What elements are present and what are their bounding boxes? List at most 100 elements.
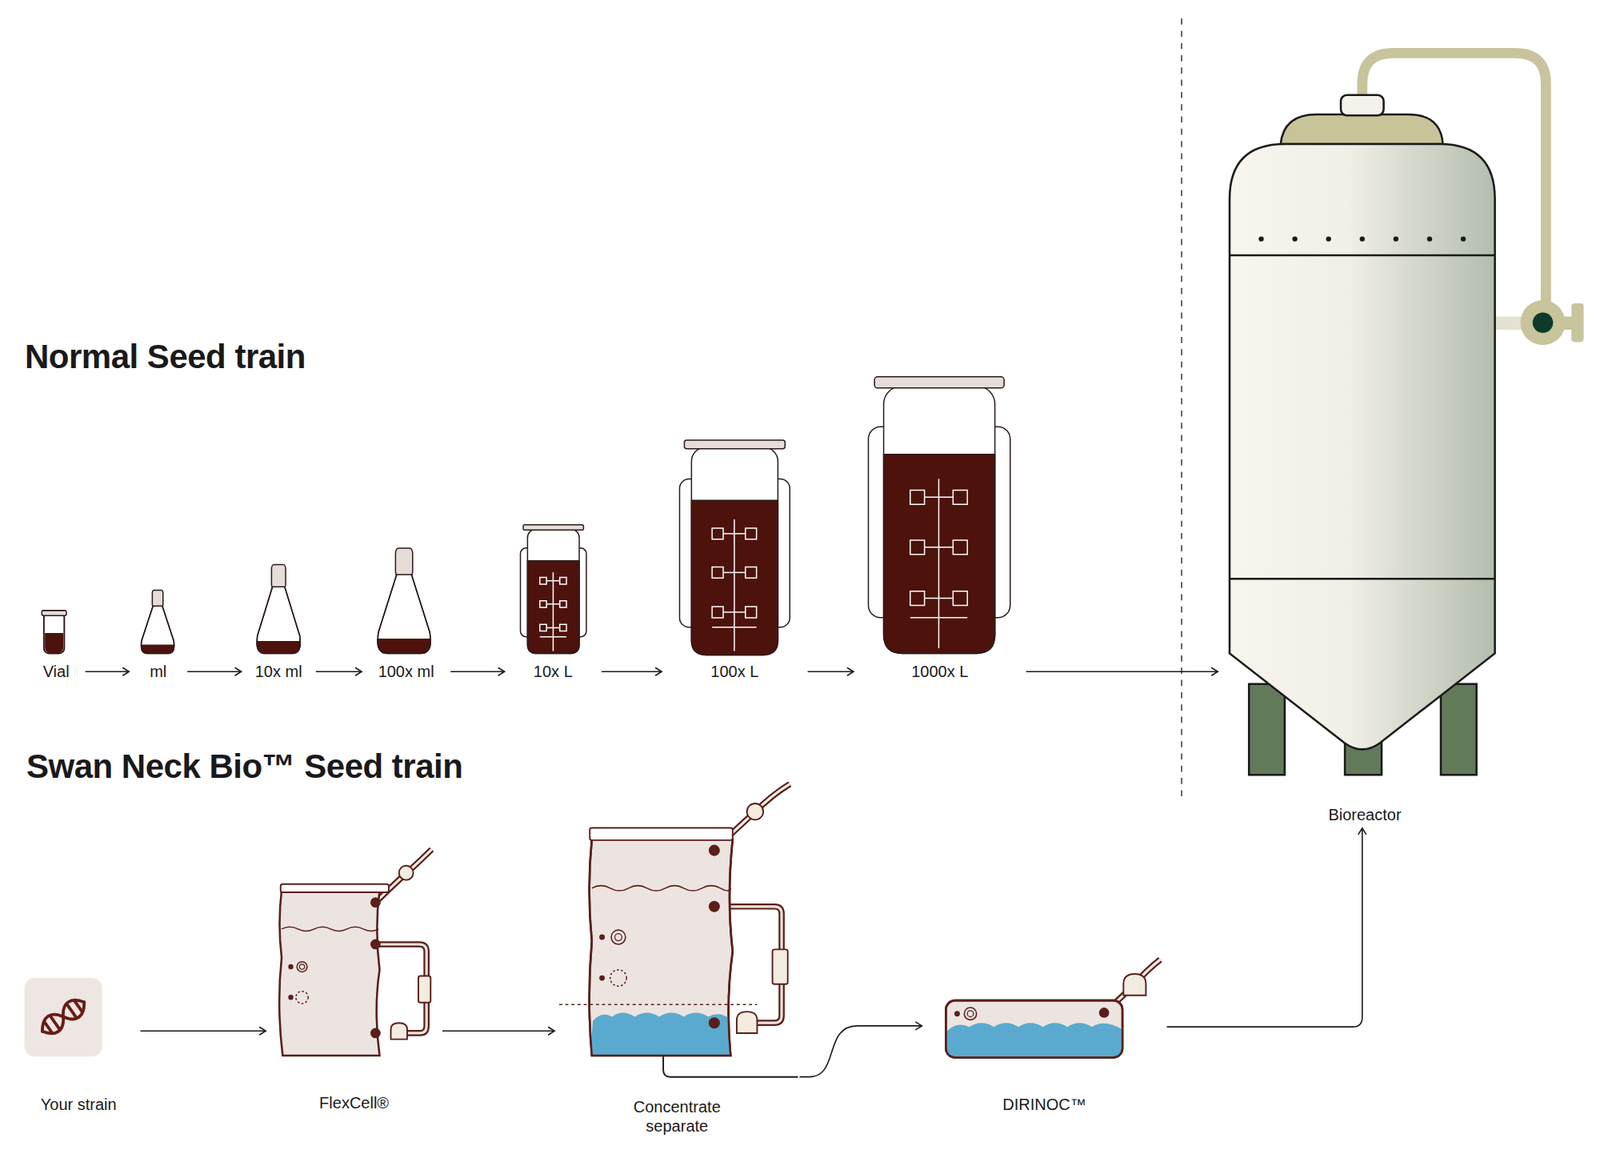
flexcell-illustration <box>281 926 379 931</box>
flexcell-illustration <box>375 848 432 902</box>
vial-stage: Vial <box>28 602 84 684</box>
concentrator-illustration <box>610 969 627 986</box>
flexcell-illustration <box>371 897 380 907</box>
bioreactor-illustration <box>1326 236 1332 241</box>
stage-label: 100x ml <box>376 661 436 681</box>
dirinoc-illustration <box>1123 973 1146 996</box>
bioreactor-illustration <box>1340 95 1384 116</box>
dirinoc-illustration <box>1099 1008 1108 1017</box>
concentrator-illustration <box>747 803 764 820</box>
bioreactor-illustration <box>1258 236 1264 241</box>
bioreactor-illustration <box>1229 52 1584 775</box>
flexcell-illustration <box>279 889 380 1056</box>
stage-label: FlexCell® <box>317 1092 391 1112</box>
flexcell-illustration <box>279 848 432 1056</box>
concentrate-stage: Concentrate separate <box>556 775 798 1137</box>
concentrator-illustration <box>591 1012 731 1056</box>
vial-illustration <box>41 610 67 616</box>
section-heading: Swan Neck Bio™ Seed train <box>26 746 463 787</box>
bioreactor-illustration <box>1280 114 1444 144</box>
flexcell-illustration <box>280 884 389 892</box>
dirinoc-illustration <box>964 1007 976 1020</box>
stage-label: DIRINOC™ <box>1000 1094 1088 1114</box>
flexcell-stage: FlexCell® <box>267 843 441 1114</box>
flexcell-illustration <box>399 865 414 880</box>
flow-arrow <box>316 670 362 672</box>
concentrator-illustration <box>559 1003 757 1005</box>
flexcell-illustration <box>375 848 432 902</box>
stage-label: 10x ml <box>253 661 304 681</box>
concentrator-illustration <box>589 839 733 1056</box>
flask-illustration <box>140 548 432 653</box>
stirred-tank-illustration <box>520 376 1011 656</box>
flexcell-illustration <box>288 964 293 968</box>
production-bioreactor: Bioreactor <box>1219 40 1511 826</box>
bioreactor-illustration <box>1532 312 1554 333</box>
concentrator-illustration <box>772 948 788 984</box>
dna-icon <box>36 994 89 1039</box>
dirinoc-illustration <box>945 959 1160 1057</box>
flexcell-illustration <box>418 976 431 1003</box>
dirinoc-stage: DIRINOC™ <box>923 954 1165 1116</box>
dirinoc-illustration <box>967 1010 974 1017</box>
bioreactor-illustration <box>1229 577 1496 580</box>
flask-illustration <box>376 548 432 653</box>
dna-icon <box>24 977 103 1056</box>
bioreactor-stage: 1000x L <box>855 369 1025 684</box>
flow-arrow <box>601 670 662 672</box>
dna-icon <box>50 1015 60 1029</box>
dirinoc-illustration <box>945 1000 1123 1057</box>
flexcell-illustration <box>296 991 308 1004</box>
concentrator-illustration <box>663 1055 798 1077</box>
flask-stage: 10x ml <box>243 556 315 683</box>
bioreactor-illustration <box>1460 236 1466 241</box>
vial-illustration <box>44 612 65 653</box>
bioreactor-illustration <box>1393 236 1399 241</box>
concentrator-illustration <box>708 844 720 856</box>
flask-illustration <box>140 589 175 653</box>
stage-label: Concentrate separate <box>607 1096 747 1136</box>
flow-arrow <box>799 1025 922 1077</box>
dna-icon <box>44 1021 52 1032</box>
bioreactor-illustration <box>1292 236 1297 241</box>
dna-icon <box>74 1000 82 1012</box>
concentrator-illustration <box>708 1017 720 1028</box>
bioreactor-illustration <box>1248 684 1285 776</box>
flask-illustration <box>256 564 301 653</box>
concentrator-illustration <box>614 933 622 941</box>
concentrator-illustration <box>600 934 605 940</box>
bioreactor-illustration <box>1229 254 1496 257</box>
flexcell-illustration <box>299 964 304 969</box>
concentrator-illustration <box>600 975 605 980</box>
dna-icon <box>36 994 89 1039</box>
dna-icon <box>24 977 103 1056</box>
flow-arrow <box>140 1029 266 1032</box>
bioreactor-stage: 10x L <box>506 515 600 683</box>
section-heading: Normal Seed train <box>24 336 306 377</box>
bioreactor-illustration <box>1520 300 1566 345</box>
flow-arrow <box>85 670 130 672</box>
flow-arrow <box>1026 670 1219 672</box>
flexcell-illustration <box>371 1028 380 1037</box>
concentrator-illustration <box>589 828 733 840</box>
stage-label: Bioreactor <box>1326 804 1403 824</box>
stage-label: 10x L <box>532 661 575 681</box>
bioreactor-illustration <box>1360 236 1365 241</box>
stage-label: Vial <box>41 661 72 681</box>
dna-icon <box>67 1004 77 1018</box>
flexcell-illustration <box>296 961 308 972</box>
dirinoc-illustration <box>945 1000 1123 1057</box>
concentrator-illustration <box>708 900 720 912</box>
dna-icon <box>36 994 89 1039</box>
bioreactor-illustration <box>1440 684 1477 776</box>
stage-label: ml <box>148 661 168 681</box>
bioreactor-illustration <box>1229 144 1496 749</box>
dirinoc-illustration <box>947 1022 1122 1056</box>
stage-label: 100x L <box>708 661 760 681</box>
concentrator-illustration <box>589 839 733 1056</box>
flow-arrow <box>450 670 504 672</box>
bioreactor-stage: 100x L <box>663 433 807 683</box>
concentrator-illustration <box>611 929 626 944</box>
